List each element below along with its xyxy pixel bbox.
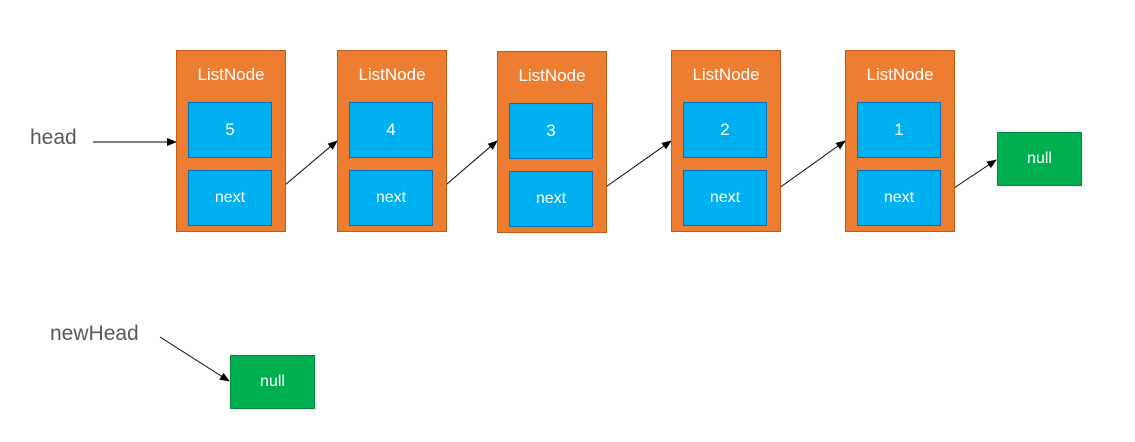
list-node: ListNode 4 next — [337, 50, 447, 232]
new-head-arrow — [159, 336, 230, 382]
head-label: head — [30, 126, 77, 149]
node-title: ListNode — [692, 65, 760, 84]
node-value-cell: 3 — [509, 103, 593, 159]
node-title: ListNode — [197, 65, 265, 84]
node-next-cell: next — [857, 170, 941, 226]
list-node: ListNode 1 next — [845, 50, 955, 232]
node-value-cell: 2 — [683, 102, 767, 158]
list-node: ListNode 2 next — [671, 50, 781, 232]
node-value-cell: 4 — [349, 102, 433, 158]
node-value-cell: 5 — [188, 102, 272, 158]
list-node: ListNode 5 next — [176, 50, 286, 232]
list-node: ListNode 3 next — [497, 51, 607, 233]
node-next-cell: next — [683, 170, 767, 226]
node-title: ListNode — [358, 65, 426, 84]
node-title: ListNode — [518, 66, 586, 85]
node-next-cell: next — [349, 170, 433, 226]
node-title: ListNode — [866, 65, 934, 84]
node-next-cell: next — [509, 171, 593, 227]
new-head-label: newHead — [50, 322, 139, 345]
new-head-null-box: null — [230, 355, 315, 409]
tail-null-box: null — [997, 132, 1082, 186]
node-value-cell: 1 — [857, 102, 941, 158]
node-next-cell: next — [188, 170, 272, 226]
